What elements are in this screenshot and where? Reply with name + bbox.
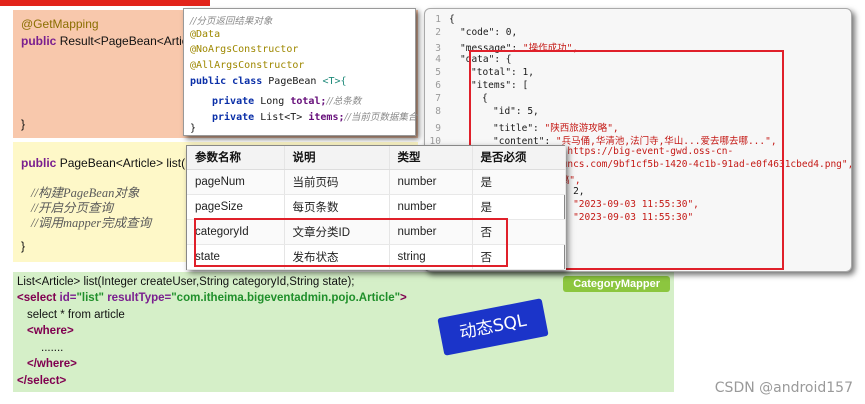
total-field: private Long total;//总条数 — [212, 96, 362, 107]
json-key: "message": — [460, 43, 523, 55]
pagebean-comment: //分页返回结果对象 — [190, 16, 273, 27]
pagebean-closing-brace: } — [190, 123, 197, 134]
service-method-signature: public PageBean<Article> list(Intege — [21, 156, 218, 170]
header-description: 说明 — [284, 146, 390, 170]
json-key: "total": — [471, 66, 523, 78]
service-comment-1: //构建PageBean对象 — [31, 186, 140, 200]
table-row: categoryId 文章分类ID number 否 — [187, 219, 566, 245]
mapper-method-signature: List<Article> list(Integer createUser,St… — [17, 276, 355, 288]
params-table-header-row: 参数名称 说明 类型 是否必须 — [187, 146, 566, 170]
json-code-line: 8 "id": 5, — [425, 106, 539, 118]
csdn-watermark: CSDN @android157 — [714, 380, 853, 396]
select-close-tag: </select> — [17, 375, 67, 387]
params-table: 参数名称 说明 类型 是否必须 pageNum 当前页码 number 是 pa… — [187, 146, 566, 270]
where-close-tag: </where> — [27, 358, 77, 370]
line-number: 3 — [435, 43, 441, 55]
line-number: 2 — [435, 27, 441, 39]
json-key: { — [482, 93, 488, 105]
no-args-annotation: @NoArgsConstructor — [190, 44, 299, 55]
all-args-annotation: @AllArgsConstructor — [190, 60, 305, 71]
json-value: 2, — [573, 185, 585, 197]
service-comment-2: //开启分页查询 — [31, 201, 113, 215]
json-value: "操作成功", — [522, 43, 579, 55]
service-return-type: PageBean<Article> list(Intege — [59, 156, 219, 170]
json-value: "https://big-event-gwd.oss-cn- — [561, 146, 734, 157]
where-ellipsis: ....... — [41, 342, 64, 354]
line-number: 6 — [435, 80, 441, 91]
mapper-code-panel: CategoryMapper List<Article> list(Intege… — [13, 272, 674, 392]
public-keyword: public — [21, 34, 57, 48]
json-value: beijing.aliyuncs.com/9bf1cf5b-1420-4c1b-… — [493, 159, 852, 171]
controller-closing-brace: } — [21, 117, 26, 131]
json-value: 5, — [527, 106, 539, 118]
header-type: 类型 — [389, 146, 473, 170]
where-open-tag: <where> — [27, 325, 74, 337]
line-number: 1 — [435, 14, 441, 25]
optional-params-highlight-box — [194, 218, 508, 267]
json-key: "content": — [493, 135, 556, 147]
sql-statement: select * from article — [27, 309, 125, 321]
json-value: 0, — [505, 27, 518, 39]
json-code-line: 2 "code": 0, — [425, 27, 517, 39]
json-code-line: 3 "message": "操作成功", — [425, 40, 579, 55]
json-code-line: 1{ — [425, 14, 455, 26]
table-row: pageSize 每页条数 number 是 — [187, 194, 566, 220]
header-param-name: 参数名称 — [187, 146, 285, 170]
json-key: { — [449, 14, 455, 25]
line-number: 10 — [429, 135, 441, 147]
json-value: "2023-09-03 11:55:30" — [573, 212, 694, 223]
json-value: "兵马俑,华清池,法门寺,华山...爱去哪去哪...", — [555, 135, 777, 147]
service-comment-3: //调用mapper完成查询 — [31, 216, 152, 230]
table-row: pageNum 当前页码 number 是 — [187, 169, 566, 195]
json-code-line: 9 "title": "陕西旅游攻略", — [425, 120, 619, 134]
json-code-line: 6 "items": [ — [425, 80, 528, 92]
params-table-popup: 参数名称 说明 类型 是否必须 pageNum 当前页码 number 是 pa… — [186, 145, 566, 270]
json-value: 1, — [522, 66, 534, 78]
json-code-line: 10 "content": "兵马俑,华清池,法门寺,华山...爱去哪去哪..."… — [425, 133, 777, 147]
header-required: 是否必须 — [472, 146, 566, 170]
pagebean-class-declaration: public class PageBean <T>{ — [190, 76, 347, 87]
json-code-line: 5 "total": 1, — [425, 67, 534, 79]
items-field: private List<T> items;//当前页数据集合 — [212, 112, 418, 123]
json-key: "code": — [460, 27, 506, 39]
json-key: "title": — [493, 122, 545, 134]
line-number: 7 — [435, 93, 441, 105]
select-open-line: <select id="list" resultType="com.itheim… — [17, 292, 407, 304]
category-mapper-tag: CategoryMapper — [563, 276, 670, 292]
json-key: "data": { — [460, 53, 512, 65]
line-number: 5 — [435, 66, 441, 78]
service-closing-brace: } — [21, 239, 26, 253]
controller-return-type: Result<PageBean<Article>> — [59, 34, 212, 48]
controller-method-signature: public Result<PageBean<Article>> — [21, 34, 211, 48]
json-key: "items": [ — [471, 80, 529, 91]
json-value: "陕西旅游攻略", — [544, 122, 619, 134]
line-number: 8 — [435, 106, 441, 118]
json-key: "id": — [493, 106, 528, 118]
public-keyword: public — [21, 156, 57, 170]
get-mapping-annotation: @GetMapping — [21, 17, 99, 31]
line-number: 9 — [435, 122, 441, 134]
json-value: "2023-09-03 11:55:30", — [573, 198, 699, 210]
pagebean-class-popup: //分页返回结果对象 @Data @NoArgsConstructor @All… — [183, 8, 418, 136]
top-title-strip — [0, 0, 210, 6]
data-annotation: @Data — [190, 29, 221, 40]
line-number: 4 — [435, 53, 441, 65]
json-code-line: 7{ — [425, 93, 488, 105]
json-code-line: 4 "data": { — [425, 54, 511, 66]
